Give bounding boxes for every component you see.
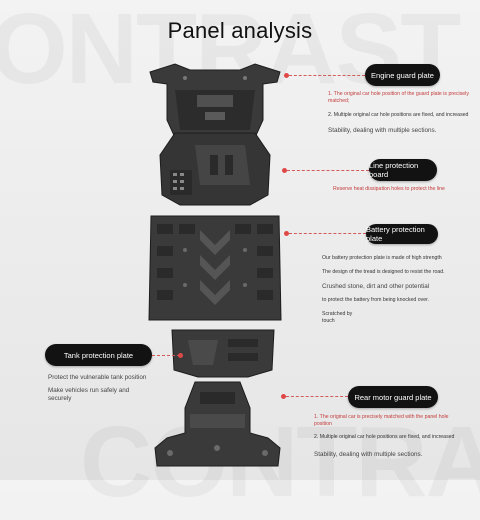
line-leader-line — [287, 170, 369, 171]
battery-desc-3: Crushed stone, dirt and other potential — [322, 283, 430, 290]
tank-leader-line — [152, 355, 180, 356]
tank-marker-dot — [178, 353, 183, 358]
engine-guard-plate-image — [149, 63, 281, 153]
engine-guard-plate-label: Engine guard plate — [365, 64, 440, 86]
rear-desc-2: 2. Multiple original car hole positions … — [314, 434, 455, 440]
line-protection-board-image — [159, 132, 271, 206]
tank-desc-1: Protect the vulnerable tank position — [48, 374, 147, 381]
tank-protection-plate-image — [171, 329, 275, 378]
line-desc-1: Reserve heat dissipation holes to protec… — [333, 186, 445, 192]
tank-desc-3: securely — [48, 395, 72, 402]
rear-motor-guard-plate-image — [154, 381, 281, 467]
rear-desc-1: 1. The original car is precisely matched… — [314, 414, 449, 427]
battery-desc-5: Scratched by — [322, 311, 353, 317]
engine-marker-dot — [284, 73, 289, 78]
engine-desc-3: Stability, dealing with multiple section… — [328, 127, 437, 134]
battery-desc-2: The design of the tread is designed to r… — [322, 269, 445, 275]
battery-desc-1: Our battery protection plate is made of … — [322, 255, 442, 261]
engine-leader-line — [289, 75, 365, 76]
battery-protection-plate-image — [148, 215, 282, 321]
rear-desc-3: Stability, dealing with multiple section… — [314, 451, 423, 458]
engine-desc-1: 1. The original car hole position of the… — [328, 91, 469, 104]
battery-desc-6: touch — [322, 318, 335, 324]
rear-motor-guard-plate-label: Rear motor guard plate — [348, 386, 438, 408]
line-protection-board-label: Line protection board — [369, 159, 437, 181]
rear-leader-line — [286, 396, 348, 397]
battery-leader-line — [289, 233, 366, 234]
battery-protection-plate-label: Battery protection plate — [366, 224, 438, 244]
tank-desc-2: Make vehicles run safely and — [48, 387, 130, 394]
tank-protection-plate-label: Tank protection plate — [45, 344, 152, 366]
battery-marker-dot — [284, 231, 289, 236]
battery-desc-4: to protect the battery from being knocke… — [322, 297, 429, 303]
line-marker-dot — [282, 168, 287, 173]
rear-marker-dot — [281, 394, 286, 399]
engine-desc-2: 2. Multiple original car hole positions … — [328, 112, 469, 118]
page-title: Panel analysis — [167, 18, 313, 43]
